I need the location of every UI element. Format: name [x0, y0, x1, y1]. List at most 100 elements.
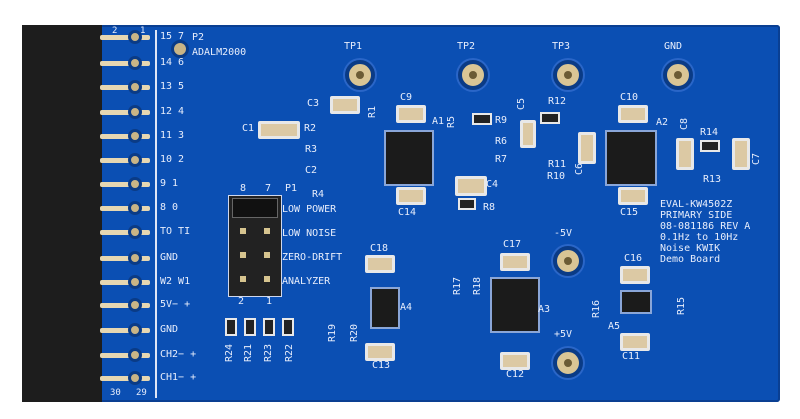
capacitor-c16	[620, 266, 650, 284]
pin-label: 13 5	[160, 81, 185, 92]
designator-a3: A3	[538, 304, 551, 315]
neg5v-label: -5V	[554, 228, 573, 239]
connector-pin	[100, 256, 150, 261]
connector-pin	[100, 230, 150, 235]
pin-pad	[128, 298, 142, 312]
tp2-label: TP2	[457, 41, 476, 52]
jumper-shunt[interactable]	[232, 198, 278, 218]
pin-label: GND	[160, 324, 179, 335]
pin-label: 5V− +	[160, 299, 191, 310]
pin-number: 30	[110, 388, 121, 398]
designator-r9: R9	[495, 115, 508, 126]
board-info-line: 0.1Hz to 10Hz	[660, 232, 739, 243]
designator-a5: A5	[608, 321, 621, 332]
ic-a2	[605, 130, 657, 186]
pin-label: 8 0	[160, 202, 179, 213]
pin-pad	[128, 371, 142, 385]
ic-a5	[620, 290, 652, 314]
designator-r19: R19	[327, 323, 338, 342]
designator-r18: R18	[472, 276, 483, 295]
pin-pad	[128, 177, 142, 191]
pin-number: 2	[112, 26, 118, 36]
designator-r24: R24	[224, 343, 235, 362]
connector-pin	[100, 158, 150, 163]
board-info-line: Demo Board	[660, 254, 721, 265]
pin-pad	[128, 348, 142, 362]
pin-number: 29	[136, 388, 147, 398]
pos5v-label: +5V	[554, 329, 573, 340]
connector-pin	[100, 61, 150, 66]
designator-c7: C7	[751, 152, 762, 165]
capacitor-c5	[520, 120, 536, 148]
capacitor-c1	[258, 121, 300, 139]
capacitor-c18	[365, 255, 395, 273]
designator-c13: C13	[372, 360, 391, 371]
designator-c5: C5	[516, 97, 527, 110]
resistor-r24	[225, 318, 237, 336]
test-point-neg5v	[553, 246, 583, 276]
pin-pad	[128, 56, 142, 70]
designator-a1: A1	[432, 116, 445, 127]
pin-label: 9 1	[160, 178, 179, 189]
option-low-noise: LOW NOISE	[282, 228, 337, 239]
designator-c3: C3	[307, 98, 320, 109]
designator-r22: R22	[284, 343, 295, 362]
jumper-pin-8: 8	[240, 183, 247, 194]
pin-pad	[128, 201, 142, 215]
pin-label: 10 2	[160, 154, 185, 165]
board-info-line: Noise KWIK	[660, 243, 721, 254]
resistor-r9	[472, 113, 492, 125]
designator-r5: R5	[446, 115, 457, 128]
capacitor-c3	[330, 96, 360, 114]
header-pin	[240, 252, 246, 258]
capacitor-c4	[455, 176, 487, 196]
pin-label: CH1− +	[160, 372, 197, 383]
pin-pad	[128, 251, 142, 265]
designator-c18: C18	[370, 243, 389, 254]
header-pin	[240, 228, 246, 234]
gnd-label: GND	[664, 41, 683, 52]
connector-pin	[100, 376, 150, 381]
test-point-gnd	[663, 60, 693, 90]
tp3-label: TP3	[552, 41, 571, 52]
designator-c16: C16	[624, 253, 643, 264]
capacitor-c11	[620, 333, 650, 351]
resistor-r23	[263, 318, 275, 336]
test-point-pos5v	[553, 348, 583, 378]
pin-pad	[128, 275, 142, 289]
pin-pad	[128, 105, 142, 119]
connector-pin	[100, 110, 150, 115]
pin-pad	[128, 153, 142, 167]
pin-pad	[128, 30, 142, 44]
capacitor-c7	[732, 138, 750, 170]
connector-pin	[100, 303, 150, 308]
designator-r8: R8	[483, 202, 496, 213]
capacitor-c17	[500, 253, 530, 271]
ic-a1	[384, 130, 434, 186]
jumper-ref: P1	[285, 183, 298, 194]
header-pin	[264, 252, 270, 258]
connector-pin	[100, 134, 150, 139]
jumper-pin-2: 2	[238, 296, 245, 307]
designator-c17: C17	[503, 239, 522, 250]
capacitor-c14	[396, 187, 426, 205]
designator-c1: C1	[242, 123, 255, 134]
test-point-tp3	[553, 60, 583, 90]
connector-pin	[100, 353, 150, 358]
option-zero-drift: ZERO-DRIFT	[282, 252, 343, 263]
ic-a3	[490, 277, 540, 333]
designator-c14: C14	[398, 207, 417, 218]
connector-pin	[100, 182, 150, 187]
pin-label: 15 7	[160, 31, 185, 42]
connector-pin	[100, 85, 150, 90]
designator-r14: R14	[700, 127, 719, 138]
header-name: ADALM2000	[192, 47, 247, 58]
designator-r21: R21	[243, 343, 254, 362]
designator-r1: R1	[367, 105, 378, 118]
capacitor-c15	[618, 187, 648, 205]
jumper-pin-7: 7	[265, 183, 272, 194]
capacitor-c8	[676, 138, 694, 170]
pin-label: CH2− +	[160, 349, 197, 360]
designator-r17: R17	[452, 276, 463, 295]
resistor-r14	[700, 140, 720, 152]
